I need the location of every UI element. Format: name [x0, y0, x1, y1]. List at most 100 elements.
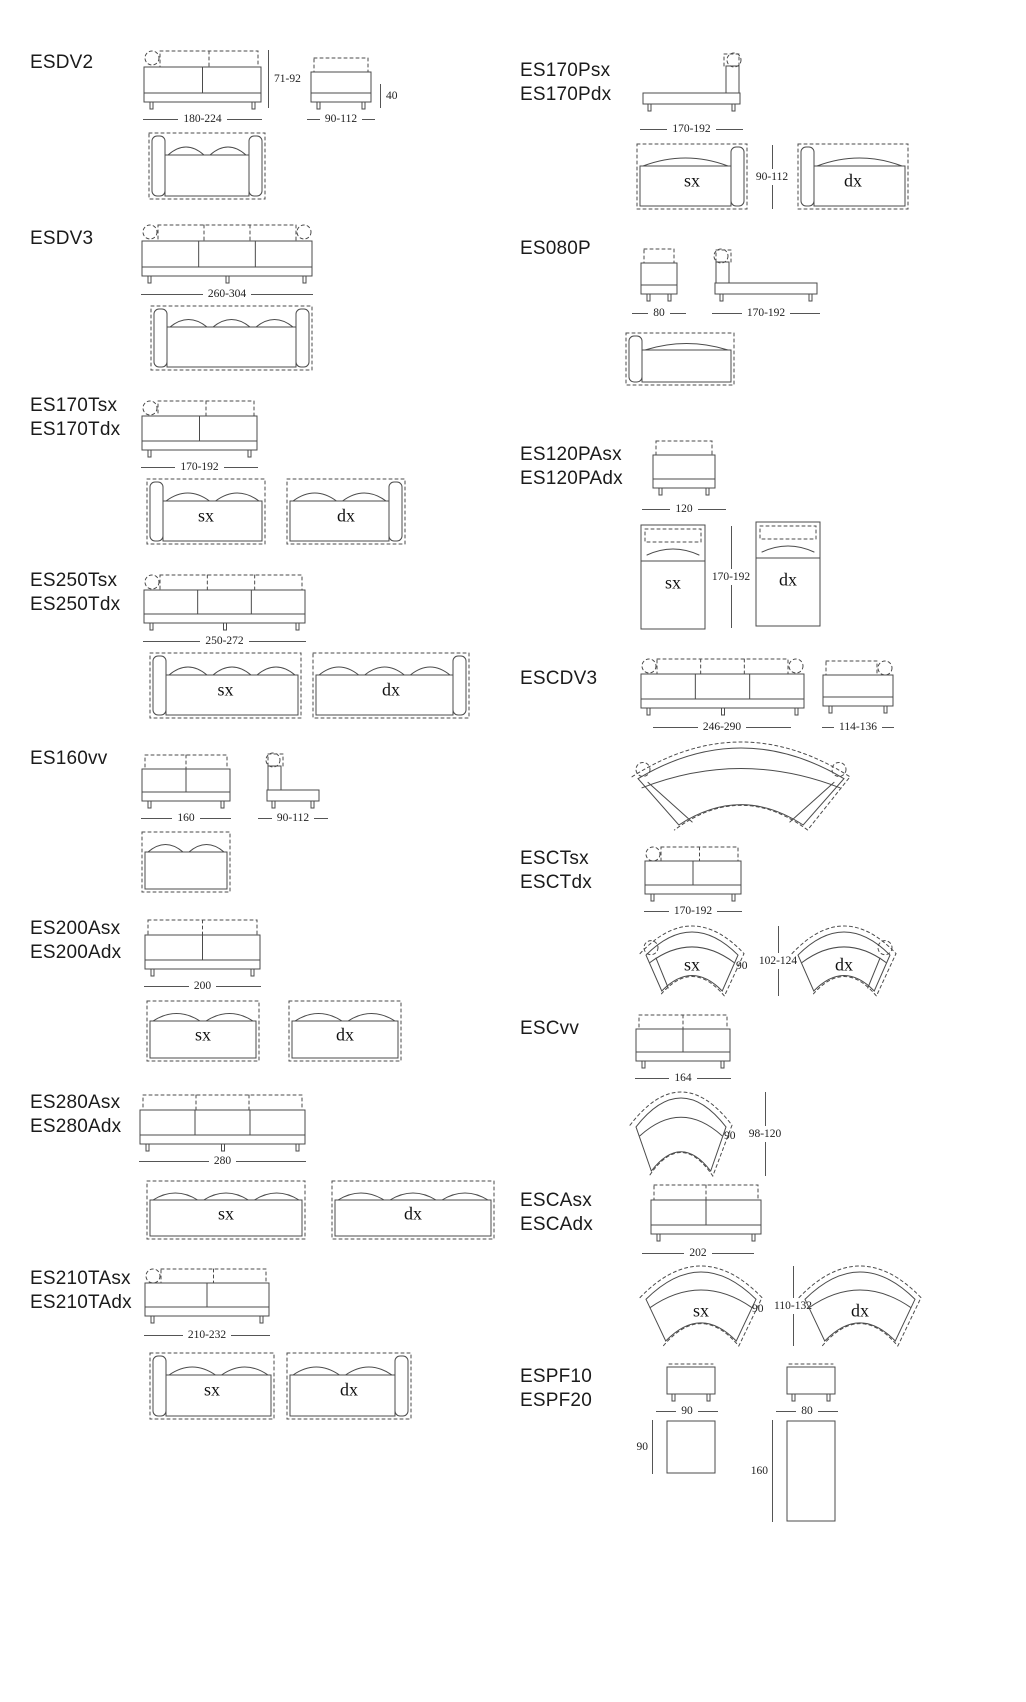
esdv2-top-view [148, 132, 266, 200]
dimension-value: 80 [653, 307, 665, 319]
dimension-value: 202 [689, 1247, 707, 1259]
model-label-es250tdx: ES250Tdx [30, 594, 121, 615]
model-label-esctdx: ESCTdx [520, 872, 592, 893]
sofa-top-drawing [146, 1180, 306, 1240]
esct-top-view-dx: dx [790, 924, 898, 998]
model-label-es120padx: ES120PAdx [520, 468, 623, 489]
sofa-top-drawing [146, 478, 266, 545]
esdv2-element-width-dimension: 90-112 [307, 112, 375, 126]
element-front-drawing [822, 658, 894, 714]
model-label-es200adx: ES200Adx [30, 942, 122, 963]
es210ta-top-view-sx: sx [149, 1352, 275, 1420]
orientation-label-sx: sx [683, 954, 701, 975]
es080p-top-view [625, 332, 735, 386]
dimension-value: 40 [386, 90, 398, 102]
es250t-width-dimension: 250-272 [143, 634, 306, 648]
model-label-es280asx: ES280Asx [30, 1092, 121, 1113]
es210ta-width-dimension: 210-232 [144, 1328, 270, 1342]
escvv-top-view [628, 1090, 734, 1178]
dimension-value: 250-272 [205, 635, 244, 647]
sofa-front-drawing [144, 917, 261, 977]
model-label-es080p: ES080P [520, 238, 591, 259]
es170t-front-view [141, 398, 258, 458]
dimension-value: 110-132 [774, 1300, 812, 1312]
es210ta-front-view [144, 1266, 270, 1324]
esct-height-dimension: 102-124 [752, 926, 804, 996]
model-label-es170pdx: ES170Pdx [520, 84, 612, 105]
model-label-es120pasx: ES120PAsx [520, 444, 622, 465]
sofa-front-drawing [143, 572, 306, 631]
escdv3-corner-width-dimension: 114-136 [822, 720, 894, 734]
espf20-depth-dimension: 160 [751, 1420, 773, 1522]
dimension-value: 90-112 [755, 171, 789, 183]
dimension-value: 114-136 [839, 721, 877, 733]
esca-width-dimension: 202 [642, 1246, 754, 1260]
sofa-top-drawing [288, 1000, 402, 1062]
es160vv-top-view [141, 831, 231, 893]
orientation-label-dx: dx [779, 569, 797, 590]
es080p-chaise-front-view [712, 246, 820, 302]
chaise-front-drawing [712, 246, 820, 302]
escvv-height-dimension: 98-120 [740, 1092, 790, 1176]
dimension-value: 200 [193, 980, 212, 992]
es210ta-top-view-dx: dx [286, 1352, 412, 1420]
sofa-top-drawing [286, 1352, 412, 1420]
sofa-top-drawing [149, 1352, 275, 1420]
dimension-value: 160 [750, 1465, 768, 1477]
espf20-width-dimension: 80 [776, 1404, 838, 1418]
orientation-label-sx: sx [217, 1203, 235, 1224]
es280a-top-view-dx: dx [331, 1180, 495, 1240]
esca-depth-dimension: 90 [752, 1303, 764, 1315]
espf10-top-view [666, 1420, 716, 1474]
es250t-front-view [143, 572, 306, 631]
orientation-label-dx: dx [851, 1300, 869, 1321]
dimension-value: 180-224 [183, 113, 222, 125]
orientation-label-sx: sx [217, 679, 234, 700]
dimension-value: 71-92 [274, 73, 301, 85]
sofa-front-drawing [144, 1266, 270, 1324]
orientation-label-dx: dx [835, 954, 853, 975]
es120pa-depth-dimension: 170-192 [704, 526, 758, 628]
dimension-value: 98-120 [748, 1128, 782, 1140]
es280a-front-view [139, 1092, 306, 1152]
model-label-es200asx: ES200Asx [30, 918, 121, 939]
orientation-label-sx: sx [683, 170, 701, 191]
orientation-label-dx: dx [404, 1203, 422, 1224]
es160vv-width-dimension: 160 [141, 811, 231, 825]
es170p-depth-dimension: 90-112 [748, 145, 796, 209]
model-label-esdv2: ESDV2 [30, 52, 94, 73]
sofa-top-drawing [141, 831, 231, 893]
dimension-value: 164 [674, 1072, 692, 1084]
sofa-top-drawing [146, 1000, 260, 1062]
dimension-value: 90-112 [276, 812, 310, 824]
model-label-es280adx: ES280Adx [30, 1116, 122, 1137]
dimension-value: 246-290 [702, 721, 742, 733]
esdv2-element-front-view [310, 55, 372, 110]
orientation-label-dx: dx [340, 1379, 358, 1400]
sofa-front-drawing [141, 752, 231, 809]
esca-top-view-dx: dx [797, 1264, 923, 1348]
es280a-width-dimension: 280 [139, 1154, 306, 1168]
es170p-top-view-sx: sx [636, 143, 748, 210]
escvv-width-dimension: 164 [635, 1071, 731, 1085]
sofa-front-drawing [640, 656, 805, 716]
model-label-escadx: ESCAdx [520, 1214, 594, 1235]
dimension-value: 170-192 [711, 571, 751, 583]
esdv3-width-dimension: 260-304 [141, 287, 313, 301]
es120pa-top-view-sx: sx [640, 524, 706, 630]
dimension-value: 90 [681, 1405, 693, 1417]
escdv3-front-view [640, 656, 805, 716]
model-label-escvv: ESCvv [520, 1018, 580, 1039]
model-label-es210tasx: ES210TAsx [30, 1268, 131, 1289]
sofa-front-drawing [650, 1182, 762, 1242]
es080p-element-front-view [640, 246, 678, 302]
es250t-top-view-sx: sx [149, 652, 302, 719]
es170p-top-view-dx: dx [797, 143, 909, 210]
escvv-depth-dimension: 90 [724, 1130, 736, 1142]
sofa-top-drawing [148, 132, 266, 200]
model-label-es170psx: ES170Psx [520, 60, 611, 81]
es170t-width-dimension: 170-192 [141, 460, 258, 474]
escdv3-corner-front-view [822, 658, 894, 714]
es160vv-depth-dimension: 90-112 [258, 811, 328, 825]
